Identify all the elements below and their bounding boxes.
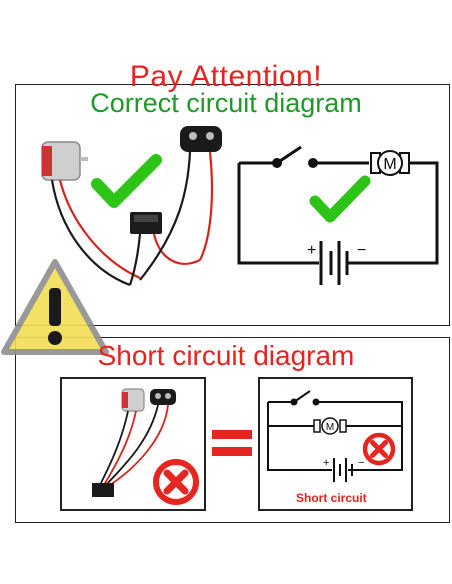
short-circuit-title: Short circuit diagram (97, 340, 355, 371)
battery-clip (150, 389, 176, 405)
motor-symbol-label: M (326, 422, 334, 433)
correct-panel (15, 84, 450, 326)
battery-clip (180, 126, 222, 152)
check-icon (309, 175, 371, 223)
short-schematic: M + − (267, 390, 403, 482)
motor-cap (42, 146, 52, 176)
short-circuit-label: Short circuit (296, 491, 367, 505)
equals-icon (212, 430, 252, 456)
check-icon (91, 154, 162, 208)
short-wiring-photo (92, 388, 176, 497)
switch-contact-b (308, 158, 318, 168)
battery-minus: − (357, 242, 366, 259)
motor-symbol (377, 150, 403, 176)
correct-circuit-title: Correct circuit diagram (90, 88, 362, 118)
pay-attention-title: Pay Attention! (129, 60, 323, 93)
cross-icon (153, 459, 199, 505)
motor-symbol (321, 417, 339, 435)
switch-contact-a (272, 158, 282, 168)
motor-symbol-label: M (383, 156, 396, 173)
motor-shaft (80, 157, 88, 161)
correct-wiring-photo (41, 126, 222, 287)
cross-icon (362, 432, 396, 466)
warning-icon (1, 259, 109, 355)
battery-plus: + (307, 242, 316, 259)
battery-minus: − (358, 457, 364, 469)
rocker-switch (92, 483, 114, 497)
correct-schematic: M + − (237, 145, 439, 285)
battery-plus: + (323, 457, 329, 469)
